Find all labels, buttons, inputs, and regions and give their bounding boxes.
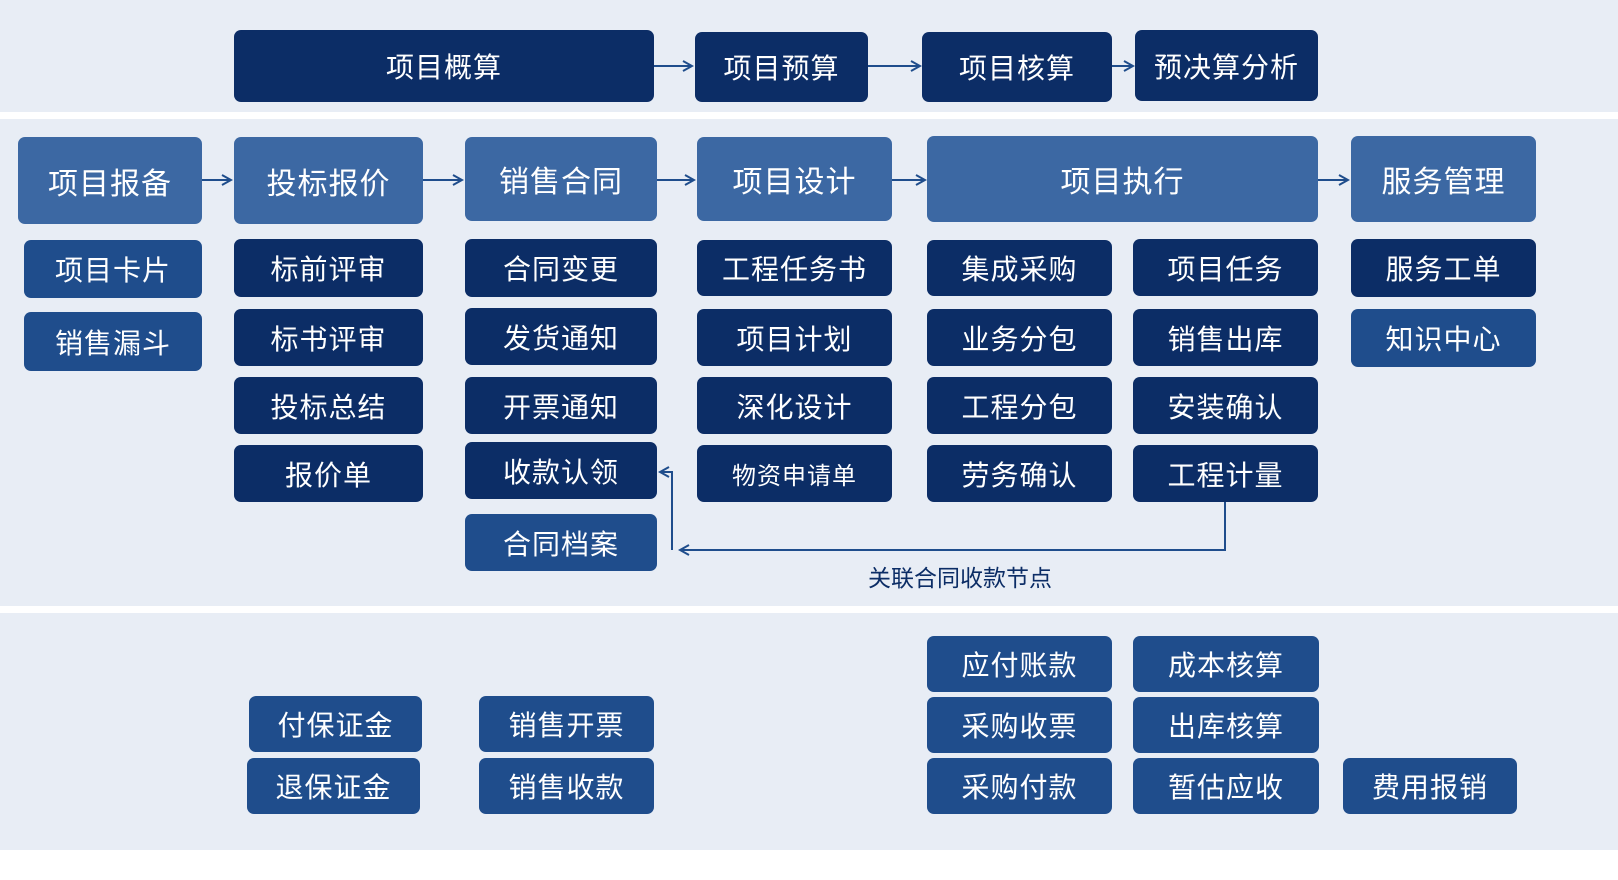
item-invoice-notice: 开票通知 xyxy=(465,377,657,434)
item-quotation: 报价单 xyxy=(234,445,423,502)
item-project-plan: 项目计划 xyxy=(697,309,892,366)
item-bid-summary: 投标总结 xyxy=(234,377,423,434)
stage-project-execution: 项目执行 xyxy=(927,136,1318,222)
stage-service-management: 服务管理 xyxy=(1351,136,1536,222)
item-engineering-measurement: 工程计量 xyxy=(1133,445,1318,502)
item-cost-accounting: 成本核算 xyxy=(1133,636,1319,692)
item-accounts-payable: 应付账款 xyxy=(927,636,1112,692)
item-refund-deposit: 退保证金 xyxy=(247,758,420,814)
item-payment-claim: 收款认领 xyxy=(465,442,657,499)
budget-step-accounting: 项目核算 xyxy=(922,32,1112,102)
item-sales-collection: 销售收款 xyxy=(479,758,654,814)
stage-bid-quote: 投标报价 xyxy=(234,137,423,224)
item-delivery-notice: 发货通知 xyxy=(465,308,657,365)
item-project-card: 项目卡片 xyxy=(24,240,202,298)
item-integrated-procurement: 集成采购 xyxy=(927,240,1112,296)
item-contract-change: 合同变更 xyxy=(465,239,657,297)
item-pre-bid-review: 标前评审 xyxy=(234,239,423,297)
item-estimated-receivable: 暂估应收 xyxy=(1133,758,1319,814)
item-sales-invoicing: 销售开票 xyxy=(479,696,654,752)
item-sales-funnel: 销售漏斗 xyxy=(24,312,202,371)
item-contract-archive: 合同档案 xyxy=(465,514,657,571)
item-expense-reimbursement: 费用报销 xyxy=(1343,758,1517,814)
item-material-request: 物资申请单 xyxy=(697,445,892,502)
link-collection-branch xyxy=(660,472,673,550)
item-project-task: 项目任务 xyxy=(1133,239,1318,296)
item-sales-outbound: 销售出库 xyxy=(1133,309,1318,366)
item-pay-deposit: 付保证金 xyxy=(249,696,422,752)
budget-step-budget: 项目预算 xyxy=(695,32,868,102)
item-installation-confirmation: 安装确认 xyxy=(1133,377,1318,434)
link-collection-node xyxy=(680,502,1226,550)
link-caption: 关联合同收款节点 xyxy=(868,566,1052,592)
item-tender-doc-review: 标书评审 xyxy=(234,309,423,366)
item-outbound-accounting: 出库核算 xyxy=(1133,697,1319,753)
item-purchase-invoice: 采购收票 xyxy=(927,697,1112,753)
item-detailed-design: 深化设计 xyxy=(697,377,892,434)
item-service-ticket: 服务工单 xyxy=(1351,239,1536,297)
stage-project-report: 项目报备 xyxy=(18,137,202,224)
stage-project-design: 项目设计 xyxy=(697,137,892,221)
item-engineering-subcontract: 工程分包 xyxy=(927,377,1112,434)
item-business-subcontract: 业务分包 xyxy=(927,309,1112,366)
budget-step-final-analysis: 预决算分析 xyxy=(1135,30,1318,101)
stage-sales-contract: 销售合同 xyxy=(465,137,657,221)
item-labor-confirmation: 劳务确认 xyxy=(927,445,1112,502)
item-purchase-payment: 采购付款 xyxy=(927,758,1112,814)
budget-step-estimate: 项目概算 xyxy=(234,30,654,102)
item-engineering-task-book: 工程任务书 xyxy=(697,240,892,296)
item-knowledge-center: 知识中心 xyxy=(1351,309,1536,367)
